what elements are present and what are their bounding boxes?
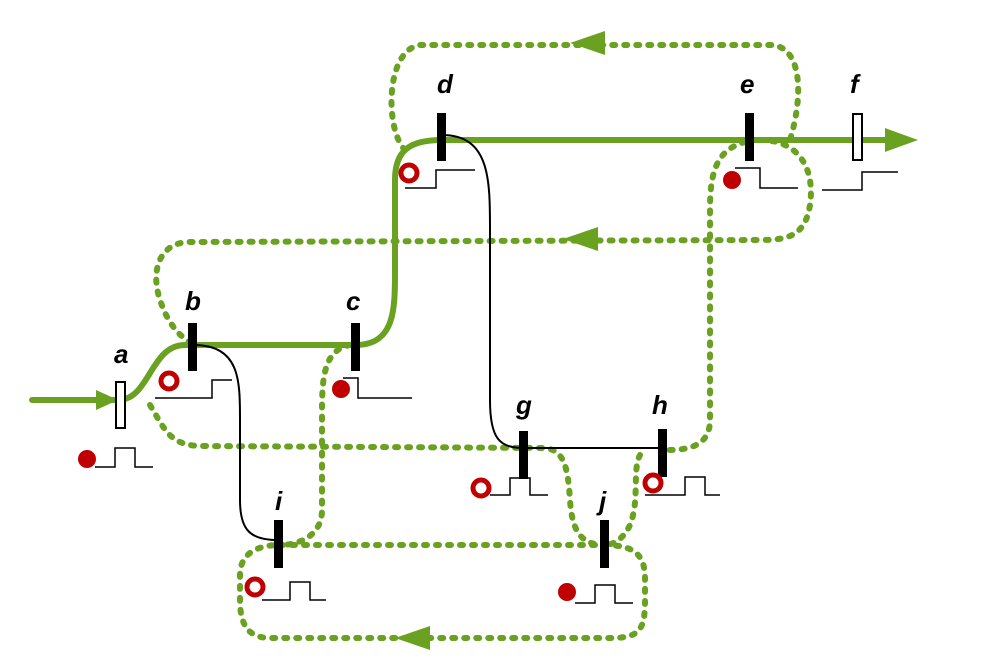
- marker-c-filled: [332, 380, 350, 398]
- loop-top-d-e: [388, 42, 802, 153]
- wire-d-g: [441, 134, 526, 449]
- loop-lower-a-h: [147, 402, 608, 548]
- label-a: a: [114, 339, 128, 369]
- label-b: b: [185, 286, 201, 316]
- input-arrowhead: [96, 390, 118, 410]
- pulse-f: [822, 171, 898, 191]
- label-i: i: [275, 486, 283, 516]
- node-e-bar: [745, 113, 754, 161]
- loop-c-i: [277, 342, 353, 548]
- pulse-d: [405, 169, 475, 189]
- wire-b-i: [192, 344, 279, 541]
- top-loop-arrowhead: [570, 31, 605, 55]
- label-d: d: [437, 69, 454, 99]
- node-h-bar: [658, 429, 667, 477]
- node-i-bar: [274, 520, 283, 568]
- pulse-i: [262, 581, 326, 601]
- label-g: g: [515, 390, 532, 420]
- marker-a-filled: [78, 450, 96, 468]
- node-g-bar: [519, 431, 528, 479]
- main-path: [29, 137, 888, 403]
- marker-g-open: [470, 477, 492, 499]
- label-h: h: [652, 390, 668, 420]
- bottom-loop-arrowhead: [395, 626, 430, 650]
- node-d-bar: [437, 113, 446, 161]
- label-f: f: [850, 69, 861, 99]
- loop-h-j: [602, 452, 643, 548]
- loop-bottom: [237, 542, 648, 641]
- pulse-h: [645, 476, 720, 496]
- marker-i-open: [244, 576, 266, 598]
- node-c-bar: [351, 323, 360, 371]
- marker-e-filled: [723, 171, 741, 189]
- middle-loop-arrowhead: [563, 227, 598, 251]
- output-arrowhead: [885, 128, 918, 152]
- pulse-j: [575, 584, 633, 604]
- node-j-bar: [600, 520, 609, 568]
- marker-j-filled: [558, 583, 576, 601]
- pulse-a: [95, 447, 153, 468]
- pulse-c: [343, 377, 412, 399]
- marker-b-open: [158, 370, 180, 392]
- node-f-bar: [852, 113, 863, 161]
- pulse-b: [155, 379, 232, 399]
- node-b-bar: [188, 323, 197, 371]
- label-e: e: [740, 69, 754, 99]
- label-c: c: [346, 286, 361, 316]
- pulse-g: [490, 477, 548, 496]
- loop-middle-e-b: [153, 137, 814, 348]
- pulse-e: [735, 167, 798, 189]
- label-j: j: [596, 486, 607, 516]
- node-a-bar: [115, 381, 126, 429]
- marker-h-open: [642, 472, 664, 494]
- loop-e-h: [665, 139, 748, 453]
- marker-d-open: [398, 162, 420, 184]
